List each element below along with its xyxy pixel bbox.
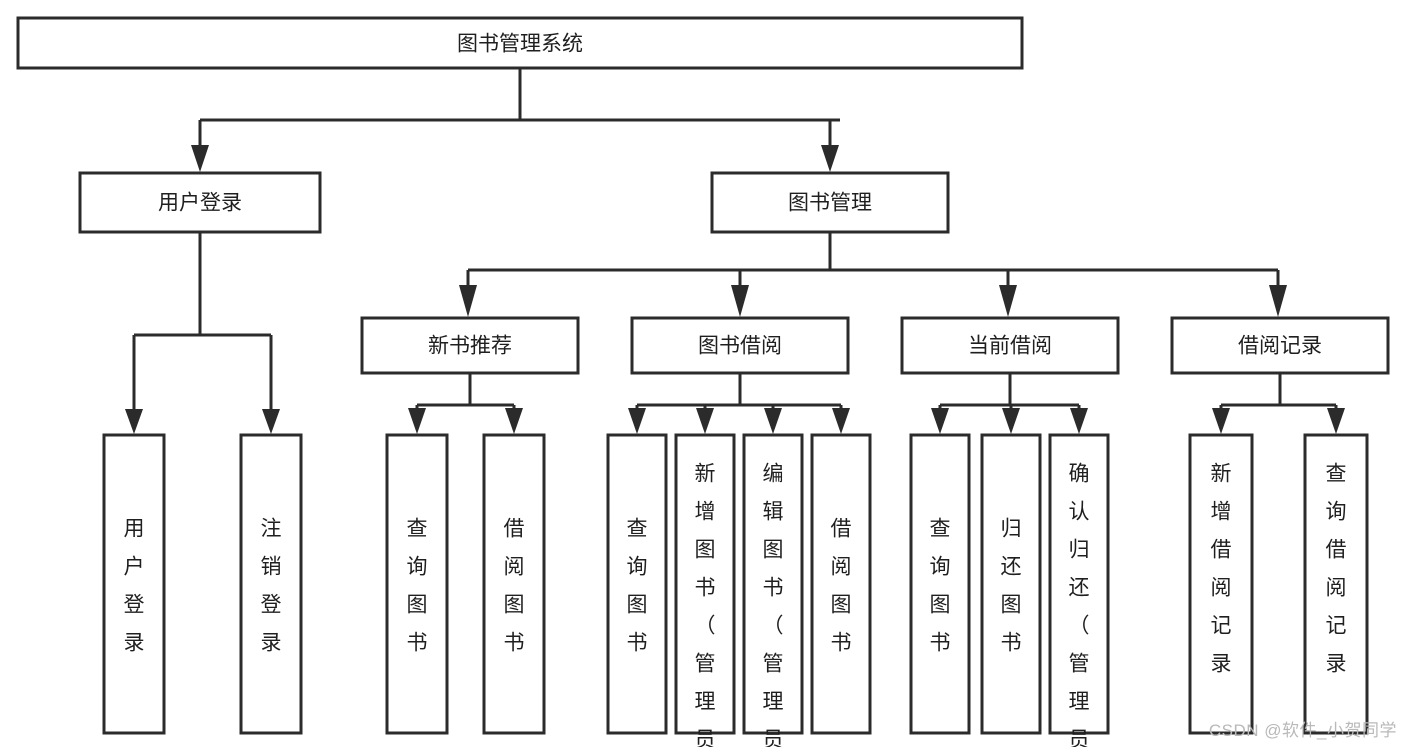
leaf-node-label: 借阅图书	[831, 517, 852, 654]
node-borrow-record[interactable]: 借阅记录	[1170, 316, 1390, 375]
leaf-node[interactable]: 注销登录	[239, 433, 303, 735]
leaf-node-label: 新增借阅记录	[1211, 462, 1232, 675]
leaf-node[interactable]: 借阅图书	[810, 433, 872, 735]
arrow-head-icon	[125, 409, 143, 434]
node-book-management[interactable]: 图书管理	[710, 171, 950, 234]
arrow-head-icon	[1212, 408, 1230, 434]
arrow-head-icon	[696, 408, 714, 434]
node-new-book-recommend[interactable]: 新书推荐	[360, 316, 580, 375]
node-borrow-record-box	[1170, 316, 1390, 375]
connector-book-borrow-to-leaves	[628, 373, 850, 434]
arrow-head-icon	[764, 408, 782, 434]
node-user-login-label: 用户登录	[158, 192, 242, 215]
leaf-node-label: 确认归还（管理员）	[1069, 462, 1090, 747]
leaf-node-label: 查询图书	[930, 517, 951, 654]
leaf-node-layer: 用户登录 注销登录 查询图书 借阅图书 查询图书 新增图书（管理员） 编辑图书（管理员） 借阅…	[102, 433, 1369, 747]
leaf-node-box	[1048, 433, 1110, 735]
leaf-node-label: 查询图书	[407, 517, 428, 654]
node-borrow-record-label: 借阅记录	[1238, 335, 1322, 358]
arrow-head-icon	[505, 408, 523, 434]
leaf-node-box	[102, 433, 166, 735]
arrow-head-icon	[262, 409, 280, 434]
leaf-node-box	[742, 433, 804, 735]
leaf-node[interactable]: 查询借阅记录	[1303, 433, 1369, 735]
node-root-box	[16, 16, 1024, 70]
node-new-book-recommend-box	[360, 316, 580, 375]
leaf-node[interactable]: 查询图书	[385, 433, 449, 735]
connector-borrow-record-to-leaves	[1212, 373, 1345, 434]
leaf-node[interactable]: 归还图书	[980, 433, 1042, 735]
leaf-node-label: 注销登录	[261, 517, 282, 654]
arrow-head-icon	[1327, 408, 1345, 434]
arrow-head-icon	[1002, 408, 1020, 434]
leaf-node-box	[674, 433, 736, 735]
node-book-borrow-label: 图书借阅	[698, 335, 782, 358]
arrow-head-icon	[1269, 285, 1287, 317]
leaf-node[interactable]: 借阅图书	[482, 433, 546, 735]
arrow-head-icon	[821, 145, 839, 172]
arrow-head-icon	[999, 285, 1017, 317]
leaf-node-box	[482, 433, 546, 735]
leaf-node-box	[1303, 433, 1369, 735]
node-current-borrow-label: 当前借阅	[968, 335, 1052, 358]
leaf-node-box	[909, 433, 971, 735]
node-book-borrow[interactable]: 图书借阅	[630, 316, 850, 375]
leaf-node-label: 查询借阅记录	[1326, 462, 1347, 675]
leaf-node-box	[239, 433, 303, 735]
watermark: CSDN @软件_小贺同学	[1208, 721, 1397, 740]
leaf-node-box	[385, 433, 449, 735]
leaf-node-label: 编辑图书（管理员）	[763, 462, 784, 747]
leaf-node[interactable]: 编辑图书（管理员）	[742, 433, 804, 747]
node-current-borrow-box	[900, 316, 1120, 375]
node-book-management-label: 图书管理	[788, 192, 872, 215]
leaf-node-box	[606, 433, 668, 735]
node-root[interactable]: 图书管理系统	[16, 16, 1024, 70]
connector-new-book-to-leaves	[408, 373, 523, 434]
node-current-borrow[interactable]: 当前借阅	[900, 316, 1120, 375]
node-book-management-box	[710, 171, 950, 234]
connector-root-to-level1	[191, 68, 840, 172]
node-user-login[interactable]: 用户登录	[78, 171, 322, 234]
arrow-head-icon	[459, 285, 477, 317]
node-new-book-recommend-label: 新书推荐	[428, 335, 512, 358]
connector-user-login-to-leaves	[125, 232, 280, 434]
arrow-head-icon	[191, 145, 209, 172]
arrow-head-icon	[408, 408, 426, 434]
node-book-borrow-box	[630, 316, 850, 375]
leaf-node[interactable]: 新增借阅记录	[1188, 433, 1254, 735]
leaf-node-label: 查询图书	[627, 517, 648, 654]
leaf-node[interactable]: 用户登录	[102, 433, 166, 735]
arrow-head-icon	[1070, 408, 1088, 434]
leaf-node[interactable]: 确认归还（管理员）	[1048, 433, 1110, 747]
connector-current-borrow-to-leaves	[931, 373, 1088, 434]
node-root-label: 图书管理系统	[457, 33, 583, 56]
arrow-head-icon	[832, 408, 850, 434]
leaf-node-label: 借阅图书	[504, 517, 525, 654]
arrow-head-icon	[931, 408, 949, 434]
connector-level1-to-level2	[459, 232, 1287, 317]
leaf-node[interactable]: 查询图书	[909, 433, 971, 735]
leaf-node-box	[810, 433, 872, 735]
leaf-node[interactable]: 新增图书（管理员）	[674, 433, 736, 747]
leaf-node-label: 用户登录	[124, 517, 145, 654]
node-user-login-box	[78, 171, 322, 234]
arrow-head-icon	[731, 285, 749, 317]
leaf-node-label: 新增图书（管理员）	[695, 462, 716, 747]
leaf-node-box	[1188, 433, 1254, 735]
leaf-node-label: 归还图书	[1001, 517, 1022, 654]
leaf-node-box	[980, 433, 1042, 735]
leaf-node[interactable]: 查询图书	[606, 433, 668, 735]
arrow-head-icon	[628, 408, 646, 434]
